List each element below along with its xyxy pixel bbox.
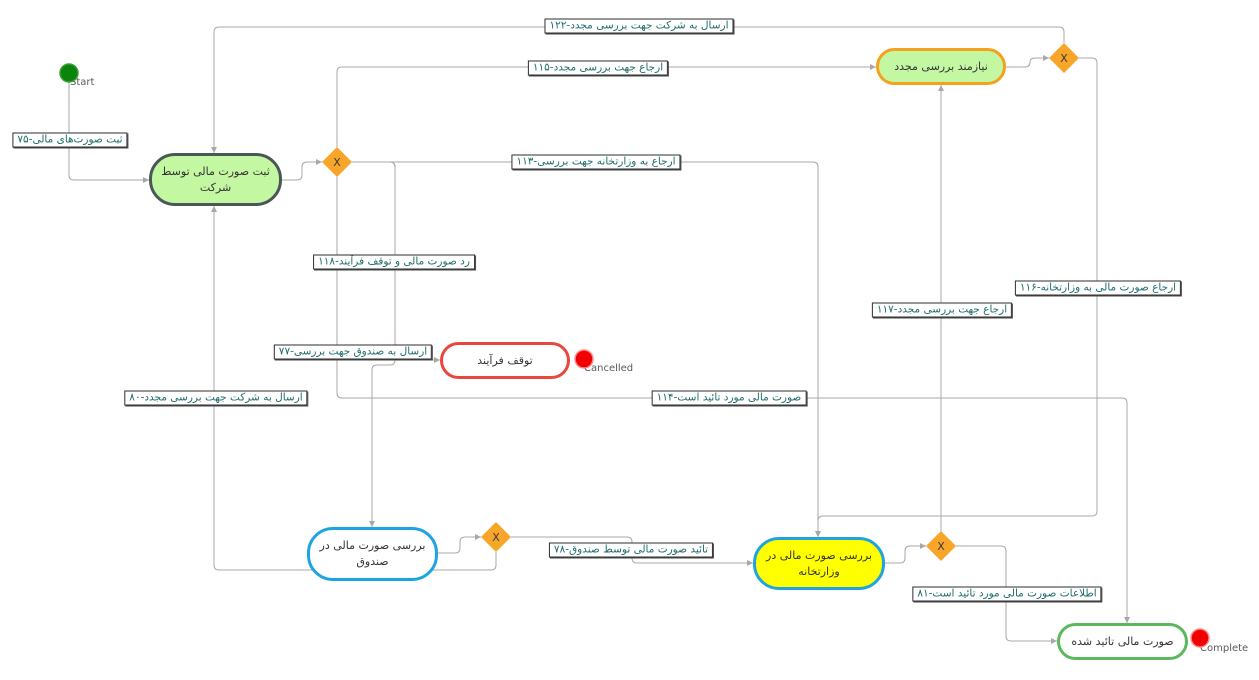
task-label-line: وزارتخانه [798, 564, 840, 578]
transition-label-81: اطلاعات صورت مالی مورد تائید است-۸۱ [912, 586, 1102, 602]
task-label-line: ثبت صورت مالی توسط [161, 164, 270, 178]
transition-label-117: ارجاع جهت بررسی مجدد-۱۱۷ [871, 302, 1013, 318]
task-label-line: نیازمند بررسی مجدد [894, 59, 988, 73]
start-event-label: Start [70, 77, 95, 88]
task-label-line: صندوق [356, 555, 389, 568]
complete-event-circle-icon [1190, 628, 1210, 648]
task-register-financial-statement[interactable]: ثبت صورت مالی توسط شرکت [149, 153, 282, 206]
exclusive-gateway-diamond [481, 522, 511, 552]
task-label-line: بررسی صورت مالی در [766, 548, 872, 562]
cancelled-end-event[interactable]: Cancelled [574, 349, 633, 374]
gateway-x-icon: X [492, 531, 500, 544]
exclusive-gateway-diamond [322, 147, 352, 177]
task-ministry-review[interactable]: بررسی صورت مالی در وزارتخانه [753, 537, 885, 590]
gateway-after-ministry-review[interactable]: X [926, 531, 956, 561]
cancelled-event-circle-icon [574, 349, 594, 369]
task-label-line: شرکت [199, 180, 232, 194]
complete-end-event[interactable]: Complete [1190, 628, 1248, 654]
transition-label-77: ارسال به صندوق جهت بررسی-۷۷ [273, 344, 433, 360]
transition-label-122: ارسال به شرکت جهت بررسی مجدد-۱۲۲ [544, 18, 734, 34]
exclusive-gateway-diamond [1049, 43, 1079, 73]
flow-122-line [211, 26, 1065, 153]
flow-register-to-gateway-line [282, 159, 322, 181]
gateway-x-icon: X [937, 540, 945, 553]
gateway-x-icon: X [1060, 52, 1068, 65]
transition-label-80: ارسال به شرکت جهت بررسی مجدد-۸۰ [124, 390, 308, 406]
task-approved-statement[interactable]: صورت مالی تائید شده [1057, 623, 1188, 660]
transition-label-75: ثبت صورت‌های مالی-۷۵ [12, 132, 128, 148]
task-label-line: بررسی صورت مالی در [319, 539, 426, 552]
task-label-line: صورت مالی تائید شده [1071, 634, 1174, 648]
gateway-after-needs-review[interactable]: X [1049, 43, 1079, 73]
task-label-line: توقف فرآیند [477, 353, 533, 367]
gateway-after-fund-review[interactable]: X [481, 522, 511, 552]
transition-label-78: تائید صورت مالی توسط صندوق-۷۸ [548, 542, 714, 558]
flow-needs-review-to-gateway-line [1006, 55, 1049, 68]
gateway-after-register[interactable]: X [322, 147, 352, 177]
transition-label-116: ارجاع صورت مالی به وزارتخانه-۱۱۶ [1014, 280, 1182, 296]
flow-115-line [336, 64, 876, 147]
task-fund-review[interactable]: بررسی صورت مالی در صندوق [307, 527, 438, 581]
transition-label-113: ارجاع به وزارتخانه جهت بررسی-۱۱۳ [511, 154, 681, 170]
flow-116-line [815, 57, 1098, 537]
transition-label-115: ارجاع جهت بررسی مجدد-۱۱۵ [527, 60, 669, 76]
flow-77-line [352, 161, 396, 527]
cancelled-event-label: Cancelled [584, 363, 633, 374]
gateway-x-icon: X [333, 156, 341, 169]
transition-label-118: رد صورت مالی و توقف فرآیند-۱۱۸ [313, 254, 475, 270]
task-stop-process[interactable]: توقف فرآیند [440, 342, 570, 379]
transition-label-114: صورت مالی مورد تائید است-۱۱۴ [651, 390, 807, 406]
task-needs-review[interactable]: نیازمند بررسی مجدد [876, 48, 1006, 85]
flow-113-line [352, 161, 821, 537]
exclusive-gateway-diamond [926, 531, 956, 561]
flow-ministry-review-to-gateway-line [885, 543, 926, 564]
flow-fund-review-to-gateway-line [438, 534, 481, 554]
start-event[interactable]: Start [59, 63, 95, 88]
flow-75-line [68, 82, 149, 183]
complete-event-label: Complete [1200, 643, 1248, 654]
start-event-circle-icon [59, 63, 79, 83]
